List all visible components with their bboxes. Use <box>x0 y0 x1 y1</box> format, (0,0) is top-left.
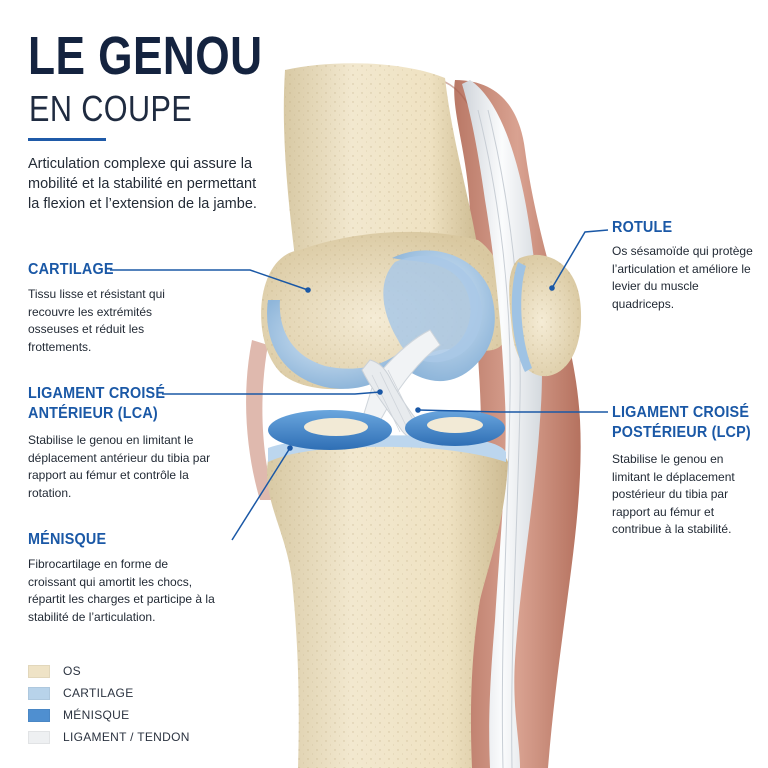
menisque-title: MÉNISQUE <box>28 531 107 548</box>
legend: OS CARTILAGE MÉNISQUE LIGAMENT / TENDON <box>28 660 190 748</box>
legend-item-menisque: MÉNISQUE <box>28 704 190 726</box>
cartilage-text: Tissu lisse et résistant qui recouvre le… <box>28 287 165 354</box>
legend-label-os: OS <box>63 664 81 678</box>
title-divider <box>28 138 106 141</box>
legend-swatch-ligament <box>28 730 50 744</box>
page-title: LE GENOU <box>28 26 263 86</box>
lca-text: Stabilise le genou en limitant le déplac… <box>28 433 211 500</box>
page-subtitle: EN COUPE <box>29 88 193 129</box>
legend-swatch-cartilage <box>28 686 50 700</box>
legend-item-os: OS <box>28 660 190 682</box>
legend-swatch-menisque <box>28 708 50 722</box>
legend-label-ligament: LIGAMENT / TENDON <box>63 730 190 744</box>
lcp-text: Stabilise le genou en limitant le déplac… <box>612 452 735 536</box>
legend-item-cartilage: CARTILAGE <box>28 682 190 704</box>
lcp-title-line1: LIGAMENT CROISÉ <box>612 404 750 421</box>
rotule-title: ROTULE <box>612 219 673 236</box>
legend-label-menisque: MÉNISQUE <box>63 708 130 722</box>
legend-swatch-os <box>28 664 50 678</box>
menisque-text: Fibrocartilage en forme de croissant qui… <box>28 557 215 624</box>
legend-item-ligament: LIGAMENT / TENDON <box>28 726 190 748</box>
intro-text: Articulation complexe qui assure la mobi… <box>28 156 257 212</box>
lca-title-line1: LIGAMENT CROISÉ <box>28 385 166 402</box>
legend-label-cartilage: CARTILAGE <box>63 686 134 700</box>
cartilage-title: CARTILAGE <box>28 261 114 278</box>
lcp-title-line2: POSTÉRIEUR (LCP) <box>612 424 751 441</box>
rotule-text: Os sésamoïde qui protège l’articulation … <box>612 244 753 311</box>
lca-title-line2: ANTÉRIEUR (LCA) <box>28 405 158 422</box>
